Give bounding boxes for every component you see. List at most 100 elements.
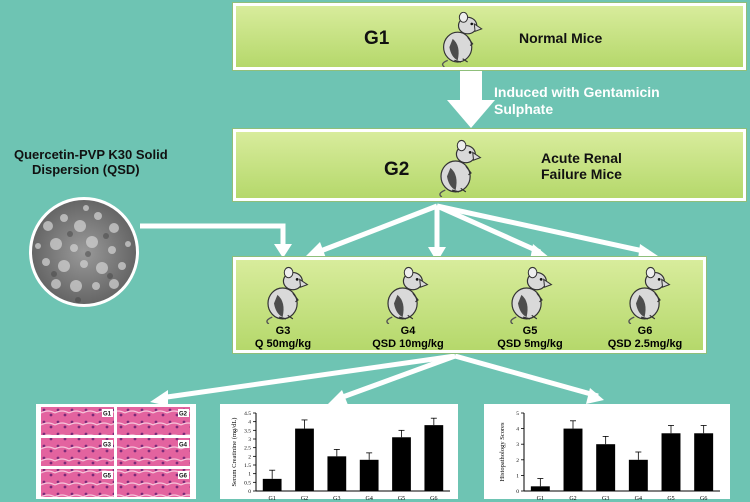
x-tick-label: G2 bbox=[301, 496, 308, 502]
treatment-g5-label: G5 QSD 5mg/kg bbox=[474, 325, 586, 351]
qsd-label-line2: Dispersion (QSD) bbox=[32, 162, 140, 177]
bar bbox=[424, 425, 444, 491]
y-tick-label: 4.5 bbox=[244, 411, 251, 417]
group-g1-label: G1 bbox=[364, 28, 390, 49]
induction-label-line1: Induced with Gentamicin bbox=[494, 84, 660, 100]
mouse-icon bbox=[434, 9, 488, 67]
bar bbox=[628, 459, 648, 491]
bar bbox=[563, 428, 583, 491]
qsd-label-line1: Quercetin-PVP K30 Solid bbox=[14, 147, 168, 162]
histology-tile-g2 bbox=[117, 407, 190, 435]
arrow-qsd-to-g3 bbox=[140, 223, 286, 246]
induction-label-line2: Sulphate bbox=[494, 101, 554, 117]
y-axis-label: Histopathology Scores bbox=[499, 422, 506, 482]
treatment-g4: G4 QSD 10mg/kg bbox=[348, 264, 468, 352]
histology-tile-g3-label: G3 bbox=[103, 443, 112, 449]
bar bbox=[530, 486, 550, 491]
y-tick-label: 0.5 bbox=[244, 480, 251, 486]
y-tick-label: 3 bbox=[248, 437, 251, 443]
treatment-g4-label: G4 QSD 10mg/kg bbox=[348, 325, 468, 351]
histology-tile-g3 bbox=[41, 438, 114, 466]
treatment-g6-label: G6 QSD 2.5mg/kg bbox=[588, 325, 702, 351]
treatment-g3-group: G3 bbox=[275, 325, 291, 337]
treatment-g6-dose: QSD 2.5mg/kg bbox=[607, 338, 683, 350]
bar bbox=[327, 456, 347, 491]
histology-tile-g5-label: G5 bbox=[103, 474, 112, 480]
x-tick-label: G4 bbox=[635, 496, 642, 502]
arrow-g1-to-g2 bbox=[447, 68, 495, 128]
y-tick-label: 0 bbox=[248, 489, 251, 495]
histology-tile-g2-label: G2 bbox=[179, 412, 188, 418]
y-tick-label: 2 bbox=[516, 458, 519, 464]
treatment-g5-group: G5 bbox=[522, 325, 538, 337]
histology-tile-g6-label: G6 bbox=[179, 474, 188, 480]
y-tick-label: 1 bbox=[248, 472, 251, 478]
x-tick-label: G6 bbox=[700, 496, 707, 502]
qsd-label: Quercetin-PVP K30 Solid Dispersion (QSD) bbox=[14, 147, 168, 177]
treatment-g5-dose: QSD 5mg/kg bbox=[497, 338, 563, 350]
mouse-icon bbox=[502, 264, 558, 324]
x-tick-label: G2 bbox=[569, 496, 576, 502]
bar bbox=[392, 437, 411, 491]
treatment-g5: G5 QSD 5mg/kg bbox=[474, 264, 586, 352]
y-tick-label: 5 bbox=[516, 411, 519, 417]
mouse-icon bbox=[378, 264, 434, 324]
bar bbox=[596, 444, 616, 491]
bar bbox=[262, 478, 282, 491]
x-tick-label: G3 bbox=[333, 496, 340, 502]
qsd-sem-image bbox=[29, 197, 139, 307]
bar bbox=[694, 433, 714, 491]
histology-tile-g4 bbox=[117, 438, 190, 466]
g2-label-line2: Failure Mice bbox=[541, 166, 622, 182]
normal-mice-label: Normal Mice bbox=[519, 30, 603, 46]
y-tick-label: 1.5 bbox=[244, 463, 251, 469]
x-tick-label: G6 bbox=[430, 496, 437, 502]
x-tick-label: G3 bbox=[602, 496, 609, 502]
histology-tile-g1-label: G1 bbox=[103, 412, 112, 418]
x-tick-label: G4 bbox=[365, 496, 372, 502]
treatment-g4-dose: QSD 10mg/kg bbox=[372, 338, 444, 350]
x-tick-label: G5 bbox=[667, 496, 674, 502]
arrow-fan-results bbox=[159, 353, 599, 401]
y-tick-label: 2.5 bbox=[244, 446, 251, 452]
acute-renal-failure-label: Acute Renal Failure Mice bbox=[541, 150, 622, 182]
y-tick-label: 1 bbox=[516, 473, 519, 479]
y-tick-label: 4 bbox=[516, 427, 519, 433]
treatment-g4-group: G4 bbox=[400, 325, 416, 337]
mouse-icon bbox=[431, 137, 487, 197]
induction-label: Induced with Gentamicin Sulphate bbox=[494, 84, 660, 118]
y-axis-label: Serum Creatinine (mg/dL) bbox=[231, 418, 238, 487]
histology-tile-g5 bbox=[41, 469, 114, 497]
y-tick-label: 2 bbox=[248, 454, 251, 460]
group-g2-box: G2 Acute Renal Failure Mice bbox=[233, 129, 746, 201]
treatment-g6-group: G6 bbox=[637, 325, 653, 337]
treatment-groups-box: G3 Q 50mg/kg G4 QSD 10mg/kg G5 QSD 5mg/k… bbox=[233, 257, 706, 353]
histology-tile-g6 bbox=[117, 469, 190, 497]
mouse-icon bbox=[620, 264, 676, 324]
y-tick-label: 4 bbox=[248, 420, 251, 426]
bar bbox=[359, 459, 379, 491]
y-tick-label: 3.5 bbox=[244, 428, 251, 434]
histology-grid: G1 G2 G3 G4 G5 G6 bbox=[41, 407, 190, 497]
arrow-fan-g2-treatments bbox=[317, 203, 649, 255]
group-g2-label: G2 bbox=[384, 159, 410, 180]
y-tick-label: 0 bbox=[516, 489, 519, 495]
treatment-g6: G6 QSD 2.5mg/kg bbox=[588, 264, 702, 352]
treatment-g3-label: G3 Q 50mg/kg bbox=[238, 325, 328, 351]
x-tick-label: G5 bbox=[398, 496, 405, 502]
g2-label-line1: Acute Renal bbox=[541, 150, 622, 166]
bar bbox=[661, 433, 681, 491]
histology-panel: G1 G2 G3 G4 G5 G6 bbox=[36, 404, 196, 499]
histology-tile-g1 bbox=[41, 407, 114, 435]
histology-tile-g4-label: G4 bbox=[179, 443, 188, 449]
treatment-g3-dose: Q 50mg/kg bbox=[254, 338, 312, 350]
x-tick-label: G1 bbox=[537, 496, 544, 502]
x-tick-label: G1 bbox=[268, 496, 275, 502]
bar bbox=[295, 428, 314, 491]
treatment-g3: G3 Q 50mg/kg bbox=[238, 264, 348, 352]
y-tick-label: 3 bbox=[516, 442, 519, 448]
